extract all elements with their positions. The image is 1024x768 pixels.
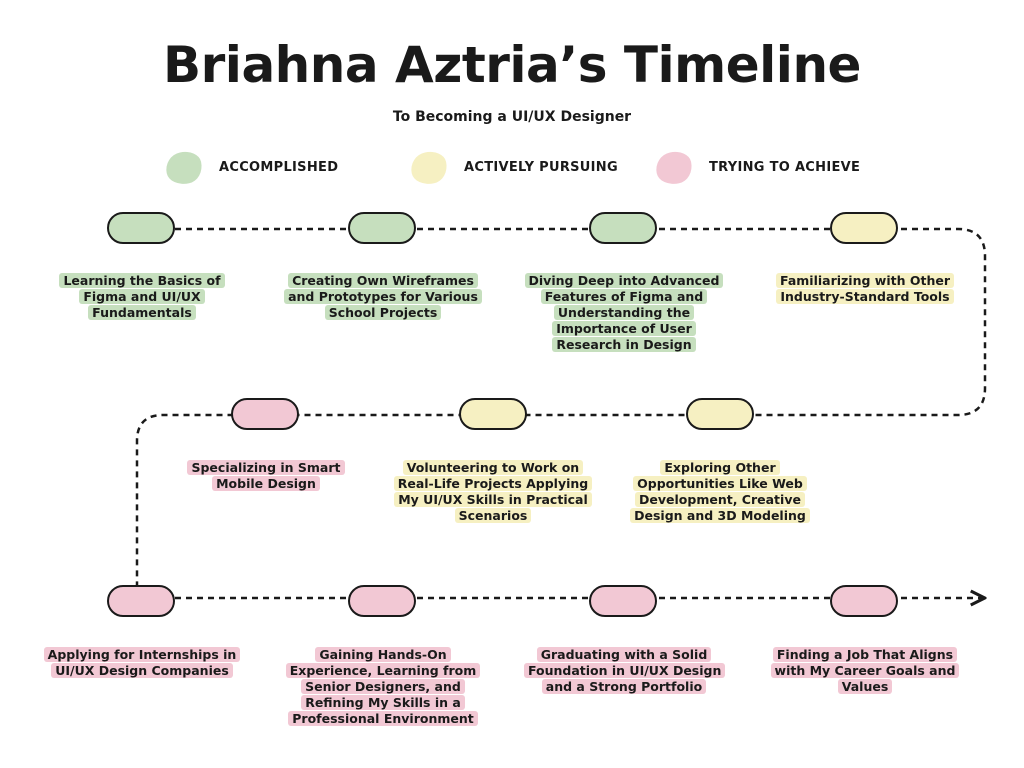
milestone-label: Gaining Hands-On Experience, Learning fr…: [283, 647, 483, 727]
milestone-node: [830, 585, 898, 617]
milestone-node: [459, 398, 527, 430]
milestone-label: Finding a Job That Aligns with My Career…: [765, 647, 965, 695]
milestone-label: Volunteering to Work on Real-Life Projec…: [393, 460, 593, 524]
milestone-label: Exploring Other Opportunities Like Web D…: [620, 460, 820, 524]
milestone-node: [231, 398, 299, 430]
milestone-node: [107, 212, 175, 244]
milestone-label: Learning the Basics of Figma and UI/UX F…: [42, 273, 242, 321]
milestone-label: Diving Deep into Advanced Features of Fi…: [524, 273, 724, 353]
legend-label: ACCOMPLISHED: [219, 160, 339, 175]
timeline-connector: [135, 227, 987, 598]
milestone-text: Learning the Basics of Figma and UI/UX F…: [59, 273, 225, 320]
milestone-node: [348, 585, 416, 617]
milestone-label: Specializing in Smart Mobile Design: [166, 460, 366, 492]
milestone-node: [589, 585, 657, 617]
milestone-node: [589, 212, 657, 244]
milestone-text: Diving Deep into Advanced Features of Fi…: [524, 273, 724, 352]
milestone-text: Creating Own Wireframes and Prototypes f…: [284, 273, 482, 320]
milestone-text: Exploring Other Opportunities Like Web D…: [630, 460, 810, 523]
milestone-node: [830, 212, 898, 244]
milestone-label: Applying for Internships in UI/UX Design…: [42, 647, 242, 679]
milestone-text: Volunteering to Work on Real-Life Projec…: [393, 460, 593, 523]
milestone-node: [348, 212, 416, 244]
page-subtitle: To Becoming a UI/UX Designer: [392, 109, 632, 125]
milestone-label: Familiarizing with Other Industry-Standa…: [765, 273, 965, 305]
milestone-text: Graduating with a Solid Foundation in UI…: [524, 647, 726, 694]
milestone-node: [686, 398, 754, 430]
milestone-text: Finding a Job That Aligns with My Career…: [770, 647, 960, 694]
milestone-text: Specializing in Smart Mobile Design: [187, 460, 345, 491]
milestone-text: Applying for Internships in UI/UX Design…: [43, 647, 241, 678]
page-title: Briahna Aztria’s Timeline: [163, 36, 861, 94]
milestone-text: Gaining Hands-On Experience, Learning fr…: [285, 647, 481, 726]
milestone-text: Familiarizing with Other Industry-Standa…: [776, 273, 954, 304]
milestone-label: Creating Own Wireframes and Prototypes f…: [283, 273, 483, 321]
milestone-node: [107, 585, 175, 617]
legend-label: TRYING TO ACHIEVE: [709, 160, 861, 175]
milestone-label: Graduating with a Solid Foundation in UI…: [524, 647, 726, 695]
legend-label: ACTIVELY PURSUING: [464, 160, 618, 175]
